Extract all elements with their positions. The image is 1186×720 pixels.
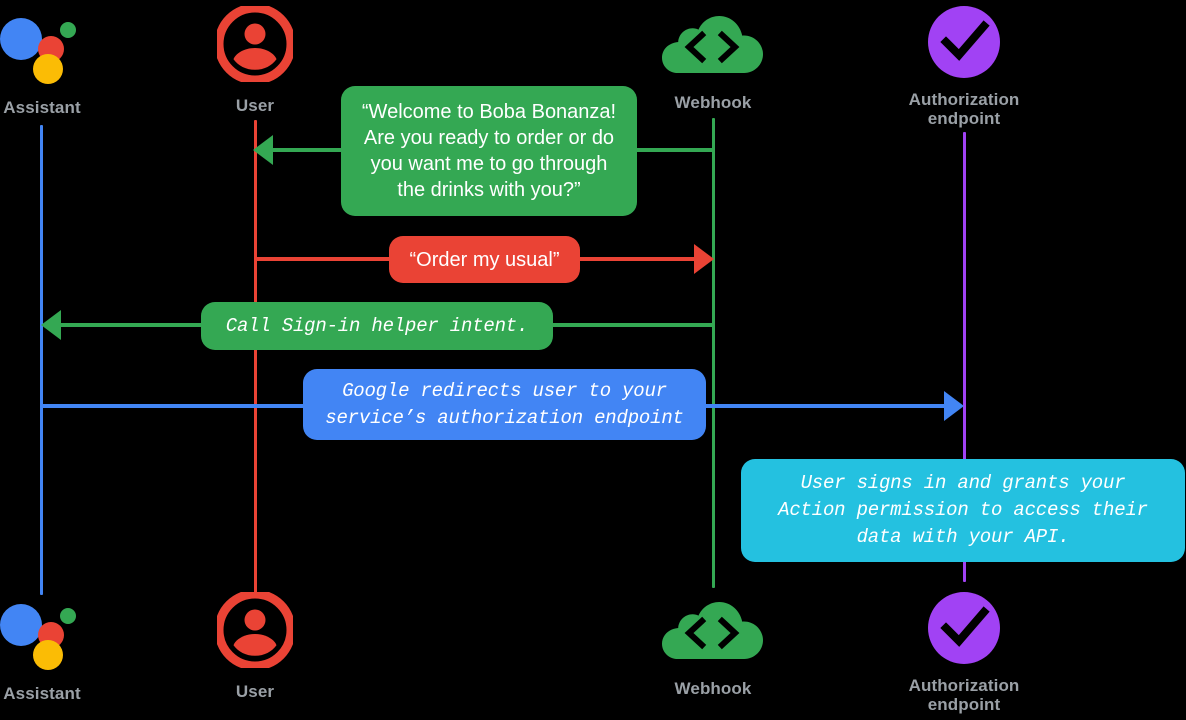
lifeline-auth <box>963 132 966 582</box>
assistant-icon-wrap-bottom <box>0 590 142 670</box>
user-icon-wrap-bottom <box>155 589 355 671</box>
actor-auth-bottom: Authorization endpoint <box>864 588 1064 714</box>
lifeline-assistant <box>40 125 43 595</box>
auth-icon-wrap-bottom <box>864 588 1064 668</box>
purple-check-circle-icon <box>928 592 1000 664</box>
google-assistant-dots-icon <box>0 8 84 84</box>
cloud-code-icon <box>660 591 766 665</box>
user-avatar-icon <box>214 589 296 671</box>
actor-user-top: User <box>155 3 355 115</box>
actor-label-assistant-bottom: Assistant <box>3 684 81 703</box>
arrow-head-redirect <box>944 391 964 421</box>
actor-label-webhook-bottom: Webhook <box>674 679 752 698</box>
google-assistant-dots-icon <box>0 594 84 670</box>
user-avatar-icon <box>214 3 296 85</box>
purple-check-circle-icon <box>928 6 1000 78</box>
lifeline-user <box>254 120 257 595</box>
actor-webhook-bottom: Webhook <box>613 588 813 698</box>
actor-auth-top: Authorization endpoint <box>864 2 1064 128</box>
webhook-icon-wrap-bottom <box>613 588 813 668</box>
actor-label-auth-top: Authorization endpoint <box>908 90 1020 129</box>
message-bubble-redirect: Google redirects user to your service’s … <box>303 369 706 440</box>
auth-icon-wrap <box>864 2 1064 82</box>
arrow-head-signin <box>41 310 61 340</box>
actor-assistant-top: Assistant <box>0 4 142 117</box>
actor-label-assistant-top: Assistant <box>3 98 81 117</box>
user-icon-wrap <box>155 3 355 85</box>
cloud-code-icon <box>660 5 766 79</box>
webhook-icon-wrap <box>613 2 813 82</box>
message-bubble-user-signs-in: User signs in and grants your Action per… <box>741 459 1185 562</box>
actor-label-user-top: User <box>235 96 275 115</box>
actor-user-bottom: User <box>155 589 355 701</box>
arrow-head-order <box>694 244 714 274</box>
assistant-icon-wrap <box>0 4 142 84</box>
lifeline-webhook <box>712 118 715 588</box>
actor-label-user-bottom: User <box>235 682 275 701</box>
actor-webhook-top: Webhook <box>613 2 813 112</box>
message-bubble-signin: Call Sign-in helper intent. <box>201 302 553 350</box>
actor-assistant-bottom: Assistant <box>0 590 142 703</box>
actor-label-auth-bottom: Authorization endpoint <box>908 676 1020 715</box>
actor-label-webhook-top: Webhook <box>674 93 752 112</box>
message-bubble-welcome: “Welcome to Boba Bonanza! Are you ready … <box>341 86 637 216</box>
arrow-head-welcome <box>253 135 273 165</box>
message-bubble-order: “Order my usual” <box>389 236 580 283</box>
